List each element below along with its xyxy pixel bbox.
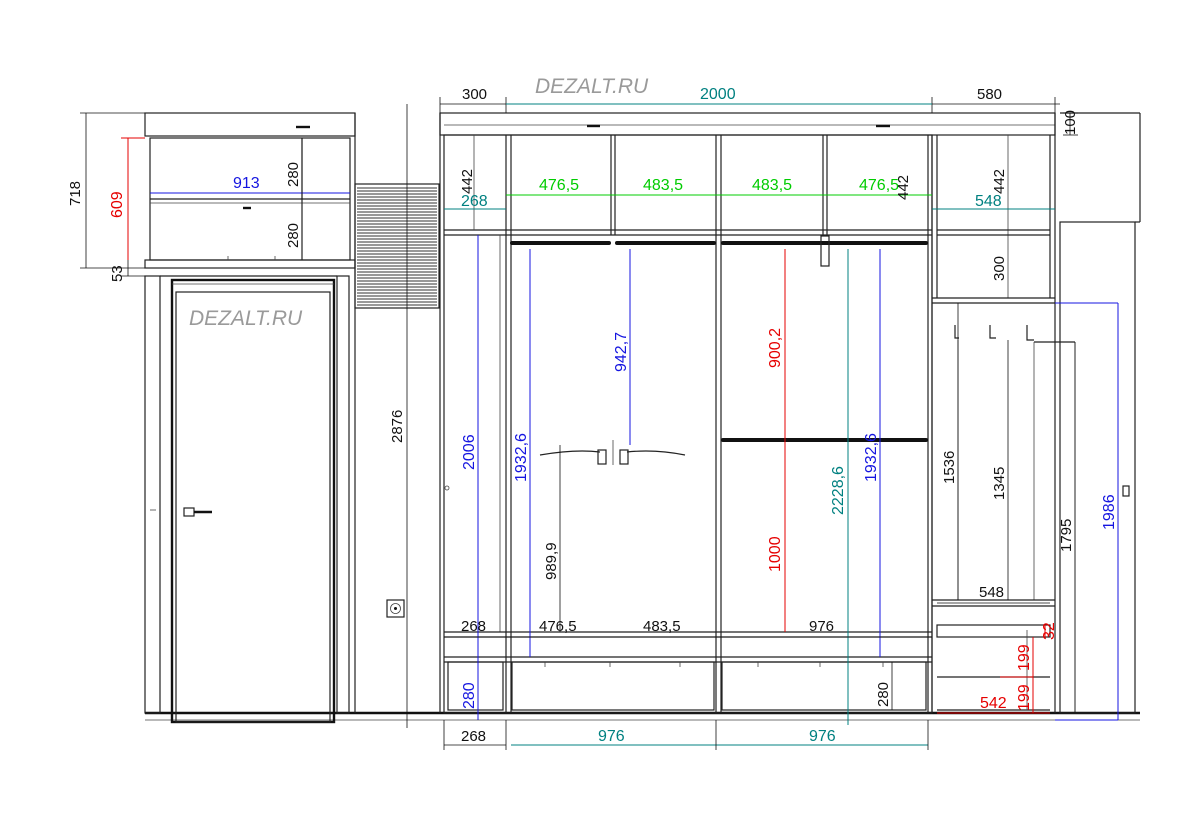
dimension-lines (80, 97, 1119, 750)
dim-548-top: 548 (975, 193, 1002, 210)
dim-442-right: 442 (991, 169, 1008, 194)
entry-door (144, 275, 350, 724)
dim-left-609: 609 (109, 191, 126, 218)
dim-9427: 942,7 (613, 332, 630, 372)
dim-268-mid: 268 (461, 618, 486, 635)
floor-line (145, 711, 1140, 721)
dim-upper-280b: 280 (285, 223, 302, 248)
dim-22286: 2228,6 (830, 466, 847, 515)
dim-1986: 1986 (1101, 494, 1118, 530)
dim-9002: 900,2 (767, 328, 784, 368)
dim-upper-280a: 280 (285, 162, 302, 187)
dim-left-53: 53 (109, 265, 126, 282)
dim-4765-b: 476,5 (859, 177, 899, 194)
dim-top-100: 100 (1062, 110, 1079, 135)
dim-1345: 1345 (991, 467, 1008, 500)
left-mezzanine (144, 112, 356, 269)
right-hallway-unit (931, 112, 1141, 714)
dim-542: 542 (980, 695, 1007, 712)
dim-4835-mid: 483,5 (643, 618, 681, 635)
dim-4765-a: 476,5 (539, 177, 579, 194)
dim-upper-913: 913 (233, 175, 260, 192)
dim-976-bot-b: 976 (809, 728, 836, 745)
dim-9899: 989,9 (543, 542, 560, 580)
dim-top-2000: 2000 (700, 86, 736, 103)
watermark-door: DEZALT.RU (189, 307, 303, 330)
dim-4835-b: 483,5 (752, 177, 792, 194)
dim-4765-mid: 476,5 (539, 618, 577, 635)
dim-199-b: 199 (1016, 684, 1033, 711)
watermark-top: DEZALT.RU (535, 75, 649, 98)
dim-548-mid: 548 (979, 584, 1004, 601)
dim-1536: 1536 (941, 451, 958, 484)
dim-1000: 1000 (767, 536, 784, 572)
dim-left-718: 718 (67, 181, 84, 206)
dim-976-mid: 976 (809, 618, 834, 635)
louver-panel (354, 183, 440, 309)
dim-top-300: 300 (462, 86, 487, 103)
dim-199-a: 199 (1016, 644, 1033, 671)
dim-442-left: 442 (459, 169, 476, 194)
main-wardrobe (439, 112, 1056, 714)
dim-19326-a: 1932,6 (513, 433, 530, 482)
dim-top-580: 580 (977, 86, 1002, 103)
dim-32: 32 (1041, 622, 1058, 640)
dim-height-2876: 2876 (389, 410, 406, 443)
dim-280-br: 280 (875, 682, 892, 707)
dim-4835-a: 483,5 (643, 177, 683, 194)
dim-1795: 1795 (1058, 519, 1075, 552)
dim-976-bot-a: 976 (598, 728, 625, 745)
wall-strip (354, 113, 441, 713)
dim-442-mid: 442 (895, 175, 912, 200)
dim-2006: 2006 (461, 434, 478, 470)
dim-19326-b: 1932,6 (863, 433, 880, 482)
dim-268-top: 268 (461, 193, 488, 210)
dim-268-bot: 268 (461, 728, 486, 745)
dim-280-bl: 280 (461, 682, 478, 709)
dim-300-right: 300 (991, 256, 1008, 281)
